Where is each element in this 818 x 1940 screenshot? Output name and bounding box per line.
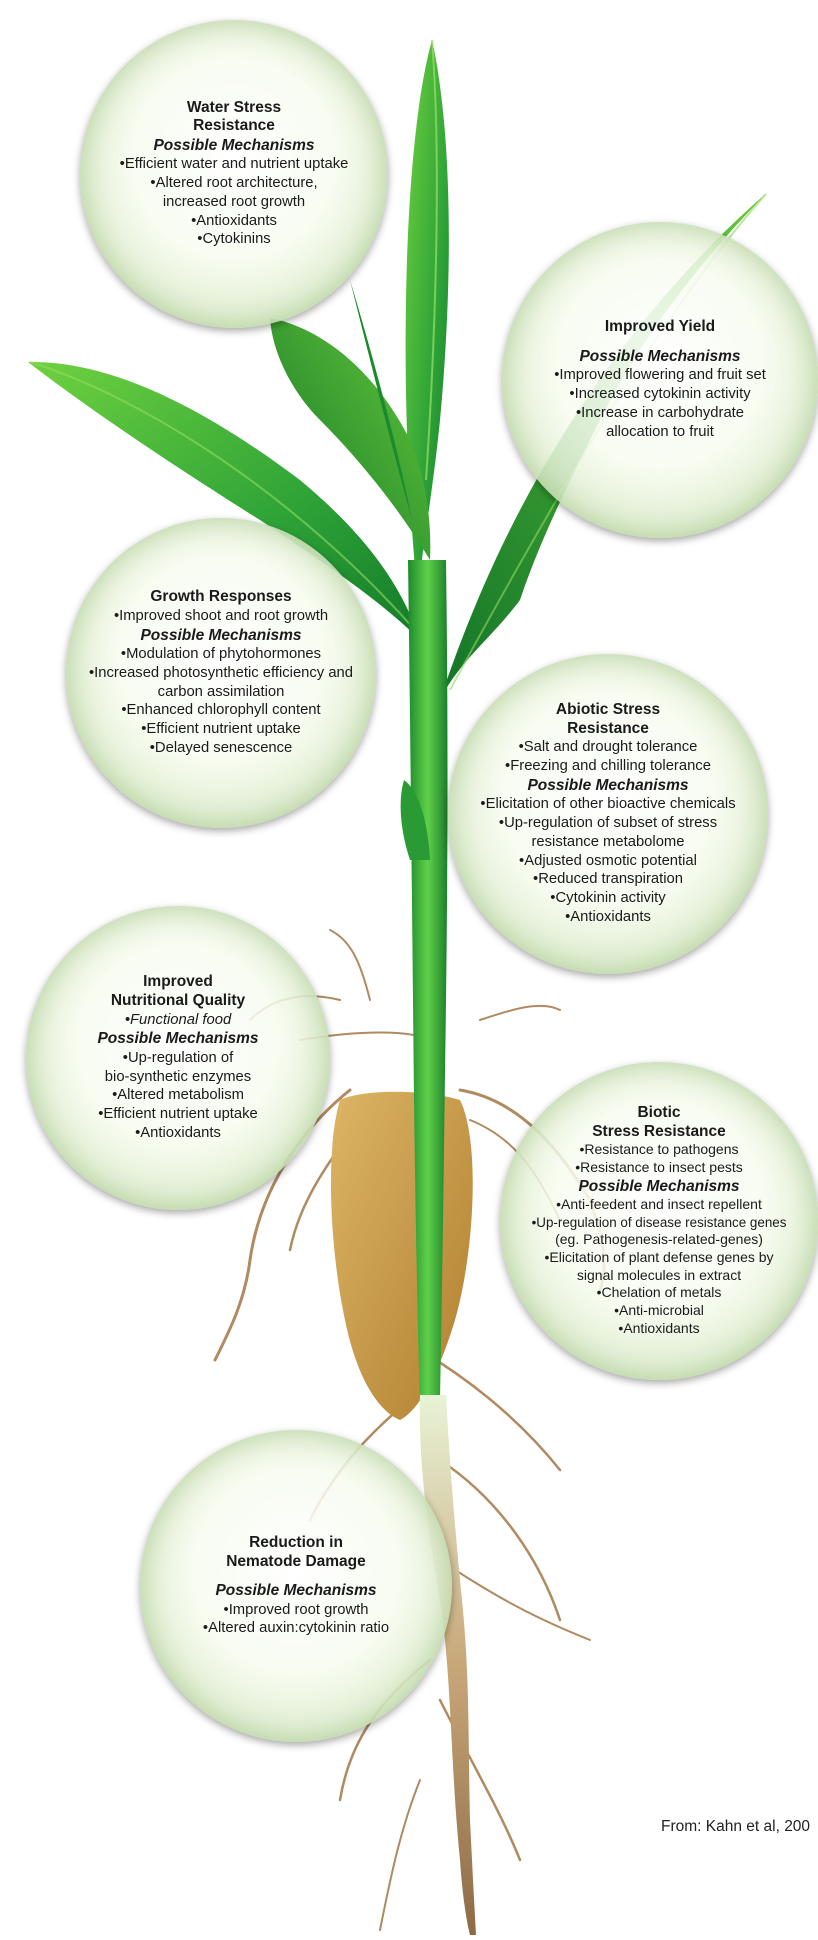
- nutrition-mechanism-item: Efficient nutrient uptake: [30, 1105, 326, 1124]
- water-mechanism-item: Cytokinins: [84, 230, 384, 249]
- nematode-title-line-2: Nematode Damage: [144, 1553, 448, 1572]
- nematode-mechanism-item: Altered auxin:cytokinin ratio: [144, 1619, 448, 1638]
- yield-mechanism-item: Increased cytokinin activity: [506, 385, 814, 404]
- biotic-title-line-2: Stress Resistance: [504, 1123, 814, 1142]
- nutrition-title-line-2: Nutritional Quality: [30, 992, 326, 1011]
- abiotic-mechanism-continuation: resistance metabolome: [452, 833, 764, 852]
- water-mechanism-item: Antioxidants: [84, 212, 384, 231]
- yield-mechanism-item: Improved flowering and fruit set: [506, 366, 814, 385]
- biotic-effect-item: Resistance to insect pests: [504, 1159, 814, 1177]
- nutrition-mechanism-item: Altered metabolism: [30, 1086, 326, 1105]
- water-title-line-2: Resistance: [84, 117, 384, 136]
- growth-mechanism-item: Efficient nutrient uptake: [70, 720, 372, 739]
- nutrition-title-line-1: Improved: [30, 973, 326, 992]
- biotic-stress-circle: Biotic Stress Resistance Resistance to p…: [500, 1062, 818, 1380]
- abiotic-mechanisms-label: Possible Mechanisms: [452, 776, 764, 795]
- abiotic-mechanism-item: Elicitation of other bioactive chemicals: [452, 795, 764, 814]
- water-stress-circle: Water Stress Resistance Possible Mechani…: [80, 20, 388, 328]
- growth-mechanisms-label: Possible Mechanisms: [70, 626, 372, 645]
- nutrition-effect-item: Functional food: [30, 1011, 326, 1030]
- abiotic-mechanism-item: Reduced transpiration: [452, 870, 764, 889]
- nutrition-mechanism-item: Antioxidants: [30, 1124, 326, 1143]
- abiotic-mechanism-item: Up-regulation of subset of stress: [452, 814, 764, 833]
- nematode-mechanisms-label: Possible Mechanisms: [144, 1581, 448, 1600]
- biotic-mechanism-continuation: signal molecules in extract: [504, 1267, 814, 1285]
- nutrition-mechanisms-label: Possible Mechanisms: [30, 1029, 326, 1048]
- abiotic-effect-item: Freezing and chilling tolerance: [452, 757, 764, 776]
- water-mechanism-item: Altered root architecture,: [84, 174, 384, 193]
- water-mechanisms-label: Possible Mechanisms: [84, 136, 384, 155]
- abiotic-title-line-2: Resistance: [452, 720, 764, 739]
- growth-mechanism-item: Increased photosynthetic efficiency and: [70, 664, 372, 683]
- biotic-mechanism-item: Chelation of metals: [504, 1284, 814, 1302]
- growth-effect-item: Improved shoot and root growth: [70, 607, 372, 626]
- biotic-mechanism-continuation: (eg. Pathogenesis-related-genes): [504, 1231, 814, 1249]
- nutrition-mechanism-continuation: bio-synthetic enzymes: [30, 1068, 326, 1087]
- biotic-mechanisms-label: Possible Mechanisms: [504, 1177, 814, 1196]
- growth-mechanism-item: Delayed senescence: [70, 739, 372, 758]
- nematode-mechanism-item: Improved root growth: [144, 1601, 448, 1620]
- growth-mechanism-item: Enhanced chlorophyll content: [70, 701, 372, 720]
- water-mechanism-item: Efficient water and nutrient uptake: [84, 155, 384, 174]
- biotic-mechanism-item: Anti-feedent and insect repellent: [504, 1196, 814, 1214]
- abiotic-stress-circle: Abiotic Stress Resistance Salt and droug…: [448, 654, 768, 974]
- yield-title: Improved Yield: [506, 318, 814, 337]
- abiotic-title-line-1: Abiotic Stress: [452, 701, 764, 720]
- nutrition-mechanism-item: Up-regulation of: [30, 1049, 326, 1068]
- nematode-title-line-1: Reduction in: [144, 1534, 448, 1553]
- abiotic-effect-item: Salt and drought tolerance: [452, 738, 764, 757]
- growth-mechanism-continuation: carbon assimilation: [70, 683, 372, 702]
- biotic-mechanism-item: Anti-microbial: [504, 1302, 814, 1320]
- growth-title: Growth Responses: [70, 588, 372, 607]
- nutritional-quality-circle: Improved Nutritional Quality Functional …: [26, 906, 330, 1210]
- biotic-mechanism-item: Elicitation of plant defense genes by: [504, 1249, 814, 1267]
- growth-responses-circle: Growth Responses Improved shoot and root…: [66, 518, 376, 828]
- source-credit: From: Kahn et al, 200: [661, 1818, 810, 1836]
- abiotic-mechanism-item: Cytokinin activity: [452, 889, 764, 908]
- biotic-mechanism-item: Antioxidants: [504, 1320, 814, 1338]
- water-mechanism-continuation: increased root growth: [84, 193, 384, 212]
- yield-mechanism-continuation: allocation to fruit: [506, 423, 814, 442]
- abiotic-mechanism-item: Antioxidants: [452, 908, 764, 927]
- abiotic-mechanism-item: Adjusted osmotic potential: [452, 852, 764, 871]
- biotic-mechanism-item: Up-regulation of disease resistance gene…: [504, 1214, 814, 1231]
- water-title-line-1: Water Stress: [84, 99, 384, 118]
- nematode-damage-circle: Reduction in Nematode Damage Possible Me…: [140, 1430, 452, 1742]
- yield-mechanism-item: Increase in carbohydrate: [506, 404, 814, 423]
- biotic-effect-item: Resistance to pathogens: [504, 1141, 814, 1159]
- yield-mechanisms-label: Possible Mechanisms: [506, 347, 814, 366]
- biotic-title-line-1: Biotic: [504, 1104, 814, 1123]
- growth-mechanism-item: Modulation of phytohormones: [70, 645, 372, 664]
- improved-yield-circle: Improved Yield Possible Mechanisms Impro…: [502, 222, 818, 538]
